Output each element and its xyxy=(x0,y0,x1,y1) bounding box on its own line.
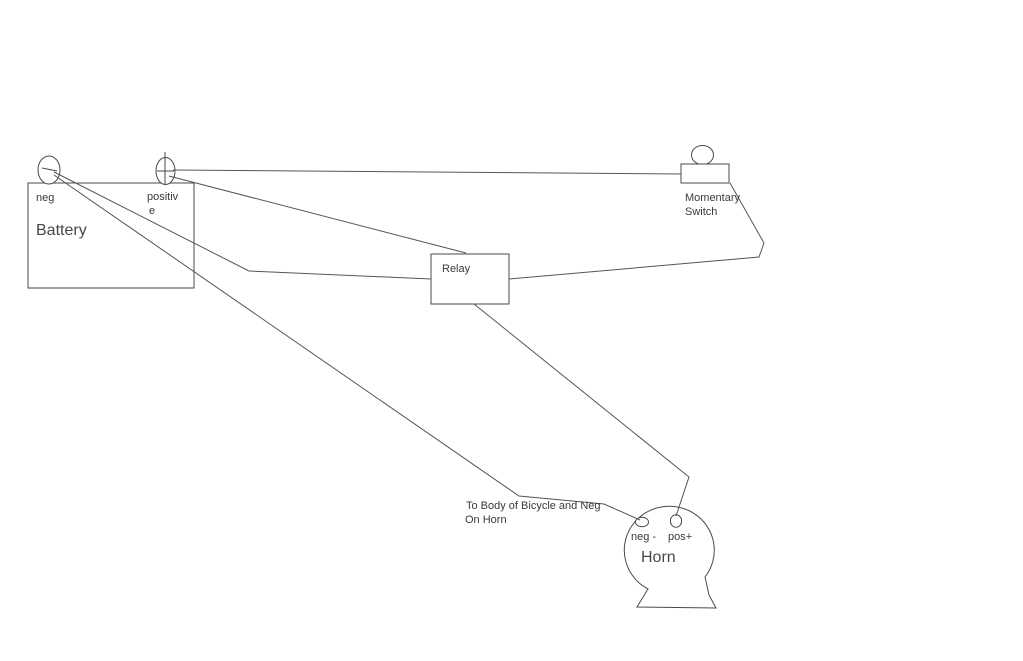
battery-pos-terminal-label-line1: positiv xyxy=(147,191,179,203)
momentary-switch-label-line2: Switch xyxy=(685,206,718,218)
wire-battery-neg-to-horn-neg xyxy=(53,174,641,521)
momentary-switch-label-line1: Momentary xyxy=(685,192,741,204)
wire-battery-positive-to-switch xyxy=(172,169,682,175)
battery-neg-minus-mark xyxy=(41,167,58,172)
horn-neg-terminal-label: neg - xyxy=(631,531,657,543)
battery-neg-terminal-label: neg xyxy=(36,192,55,204)
momentary-switch-button xyxy=(691,145,714,165)
momentary-switch-box xyxy=(680,163,730,184)
note-line2: On Horn xyxy=(465,514,507,526)
wire-relay-to-horn-pos xyxy=(473,303,690,517)
wire-battery-neg-to-relay xyxy=(53,171,432,280)
relay-box xyxy=(430,253,510,305)
battery-box xyxy=(27,182,195,289)
wire-switch-to-relay xyxy=(508,182,765,280)
note-line1: To Body of Bicycle and Neg xyxy=(466,500,601,512)
horn-pos-terminal-label: pos+ xyxy=(668,531,693,543)
wire-battery-positive-to-relay xyxy=(168,175,467,254)
horn-body xyxy=(623,505,717,609)
battery-label: Battery xyxy=(36,222,87,239)
battery-pos-terminal-label-line2: e xyxy=(149,205,156,217)
horn-pos-terminal xyxy=(669,514,683,528)
relay-label: Relay xyxy=(442,263,471,275)
horn-label: Horn xyxy=(641,549,676,566)
battery-neg-terminal xyxy=(37,155,61,185)
